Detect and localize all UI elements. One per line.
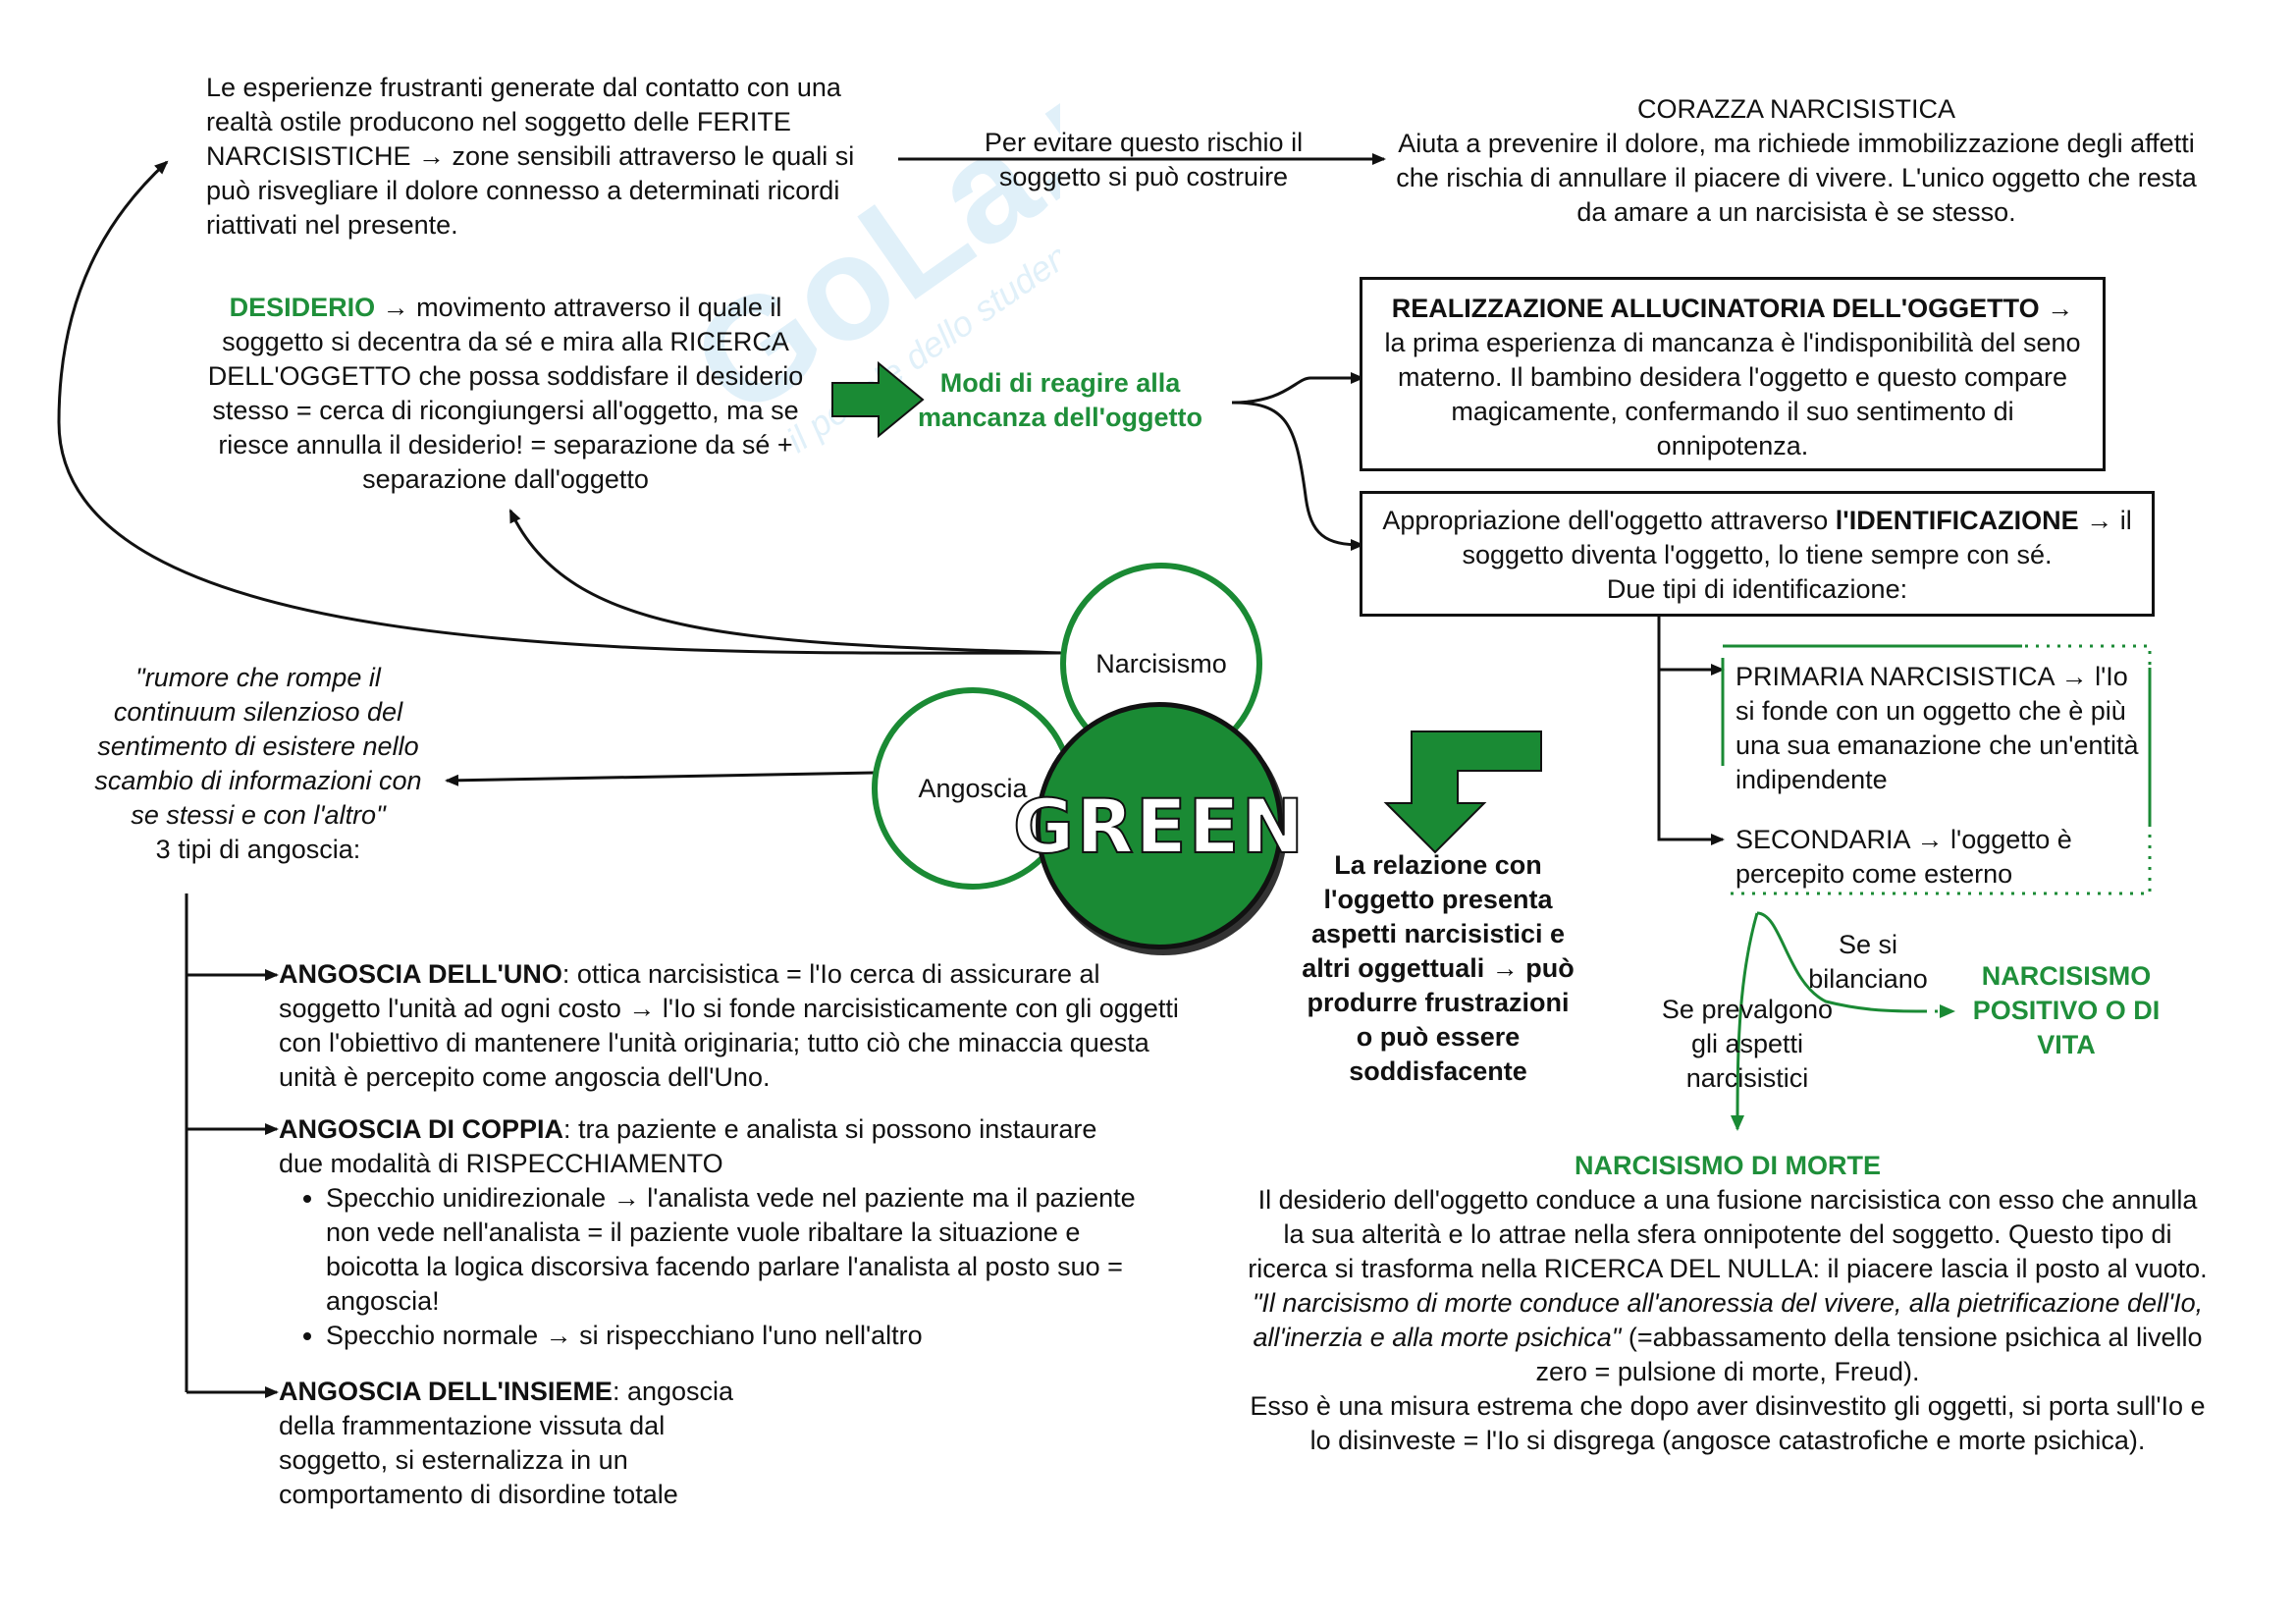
identificazione-box: Appropriazione dell'oggetto attraverso l… bbox=[1360, 491, 2155, 617]
angoscia-coppia-term: ANGOSCIA DI COPPIA bbox=[279, 1114, 564, 1144]
evitare-text: Per evitare questo rischio il soggetto s… bbox=[984, 128, 1304, 191]
corazza-title: CORAZZA NARCISISTICA bbox=[1636, 94, 1956, 124]
narcisismo-positivo: NARCISISMO POSITIVO O DI VITA bbox=[1963, 959, 2169, 1062]
circle-angoscia-label: Angoscia bbox=[918, 773, 1028, 803]
circle-green-label: GREEN bbox=[1012, 782, 1307, 870]
angoscia-insieme: ANGOSCIA DELL'INSIEME: angoscia della fr… bbox=[279, 1375, 740, 1512]
realizzazione-text: → la prima esperienza di mancanza è l'in… bbox=[1384, 294, 2081, 460]
angoscia-insieme-text: : angoscia della frammentazione vissuta … bbox=[279, 1377, 734, 1509]
angoscia-uno-term: ANGOSCIA DELL'UNO bbox=[279, 959, 562, 989]
list-item: Specchio normale → si rispecchiano l'uno… bbox=[326, 1319, 1143, 1353]
relazione-text: La relazione con l'oggetto presenta aspe… bbox=[1302, 850, 1575, 1086]
ferite-text: Le esperienze frustranti generate dal co… bbox=[206, 73, 855, 240]
identificazione-post: → il soggetto diventa l'oggetto, lo tien… bbox=[1462, 506, 2132, 569]
arrow-to-secondaria bbox=[1657, 670, 1725, 845]
bilanciano-label: Se si bilanciano bbox=[1785, 928, 1951, 997]
realizzazione-box: REALIZZAZIONE ALLUCINATORIA DELL'OGGETTO… bbox=[1360, 277, 2106, 471]
evitare-rischio-label: Per evitare questo rischio il soggetto s… bbox=[967, 126, 1320, 194]
primaria-narcisistica: PRIMARIA NARCISISTICA → l'Io si fonde co… bbox=[1735, 660, 2148, 797]
secondaria-text: SECONDARIA → l'oggetto è percepito come … bbox=[1735, 825, 2072, 889]
narcisismo-morte: NARCISISMO DI MORTE Il desiderio dell'og… bbox=[1247, 1149, 2209, 1458]
modi-text: Modi di reagire alla mancanza dell'ogget… bbox=[918, 368, 1202, 432]
arrow-modi-to-realizzazione bbox=[1231, 372, 1364, 405]
morte-quote: "Il narcisismo di morte conduce all'anor… bbox=[1252, 1288, 2204, 1352]
angoscia-coppia: ANGOSCIA DI COPPIA: tra paziente e anali… bbox=[279, 1112, 1143, 1353]
circle-green: GREEN bbox=[1012, 702, 1305, 949]
corazza-narcisistica: CORAZZA NARCISISTICA Aiuta a prevenire i… bbox=[1384, 92, 2209, 230]
ferite-narcisistiche-text: Le esperienze frustranti generate dal co… bbox=[206, 71, 883, 243]
morte-title: NARCISISMO DI MORTE bbox=[1574, 1151, 1881, 1180]
morte-p1: Il desiderio dell'oggetto conduce a una … bbox=[1248, 1185, 2208, 1283]
prevalgono-label: Se prevalgono gli aspetti narcisistici bbox=[1649, 993, 1845, 1096]
secondaria: SECONDARIA → l'oggetto è percepito come … bbox=[1735, 823, 2138, 892]
angoscia-insieme-term: ANGOSCIA DELL'INSIEME bbox=[279, 1377, 613, 1406]
angoscia-uno: ANGOSCIA DELL'UNO: ottica narcisistica =… bbox=[279, 957, 1201, 1095]
angoscia-coppia-text: : tra paziente e analista si possono ins… bbox=[279, 1114, 1097, 1178]
green-arrow-down-shape bbox=[1383, 730, 1542, 854]
angoscia-uno-text: : ottica narcisistica = l'Io cerca di as… bbox=[279, 959, 1179, 1092]
list-item: Specchio unidirezionale → l'analista ved… bbox=[326, 1181, 1143, 1319]
prevalgono-text: Se prevalgono gli aspetti narcisistici bbox=[1661, 995, 1834, 1093]
arrow-angoscia-to-rumore bbox=[445, 771, 875, 786]
circle-narcisismo-label: Narcisismo bbox=[1095, 648, 1227, 678]
morte-p2: Esso è una misura estrema che dopo aver … bbox=[1250, 1391, 2206, 1455]
realizzazione-term: REALIZZAZIONE ALLUCINATORIA DELL'OGGETTO bbox=[1391, 294, 2040, 323]
rispecchiamento-list: Specchio unidirezionale → l'analista ved… bbox=[279, 1181, 1143, 1353]
bilanciano-text: Se si bilanciano bbox=[1808, 930, 1928, 994]
desiderio-text: → movimento attraverso il quale il sogge… bbox=[207, 293, 804, 494]
identificazione-line3: Due tipi di identificazione: bbox=[1606, 574, 1908, 604]
desiderio-block: DESIDERIO → movimento attraverso il qual… bbox=[201, 291, 810, 497]
arrow-modi-to-identificazione bbox=[1231, 401, 1364, 551]
rumore-quote: "rumore che rompe il continuum silenzios… bbox=[94, 663, 422, 830]
relazione-oggetto: La relazione con l'oggetto presenta aspe… bbox=[1296, 848, 1580, 1089]
morte-quote-after: (=abbassamento della tensione psichica a… bbox=[1535, 1323, 2203, 1386]
modi-reagire-label: Modi di reagire alla mancanza dell'ogget… bbox=[898, 366, 1222, 435]
desiderio-term: DESIDERIO bbox=[229, 293, 376, 322]
morte-quote-line: "Il narcisismo di morte conduce all'anor… bbox=[1247, 1286, 2209, 1389]
tipi-angoscia: 3 tipi di angoscia: bbox=[155, 835, 361, 864]
angoscia-definition: "rumore che rompe il continuum silenzios… bbox=[86, 661, 430, 867]
positivo-text: NARCISISMO POSITIVO O DI VITA bbox=[1972, 961, 2161, 1059]
primaria-text: PRIMARIA NARCISISTICA → l'Io si fonde co… bbox=[1735, 662, 2139, 794]
identificazione-pre: Appropriazione dell'oggetto attraverso bbox=[1382, 506, 1836, 535]
identificazione-term: l'IDENTIFICAZIONE bbox=[1835, 506, 2079, 535]
corazza-text: Aiuta a prevenire il dolore, ma richiede… bbox=[1396, 129, 2197, 227]
arrow-to-primaria bbox=[1657, 617, 1725, 676]
